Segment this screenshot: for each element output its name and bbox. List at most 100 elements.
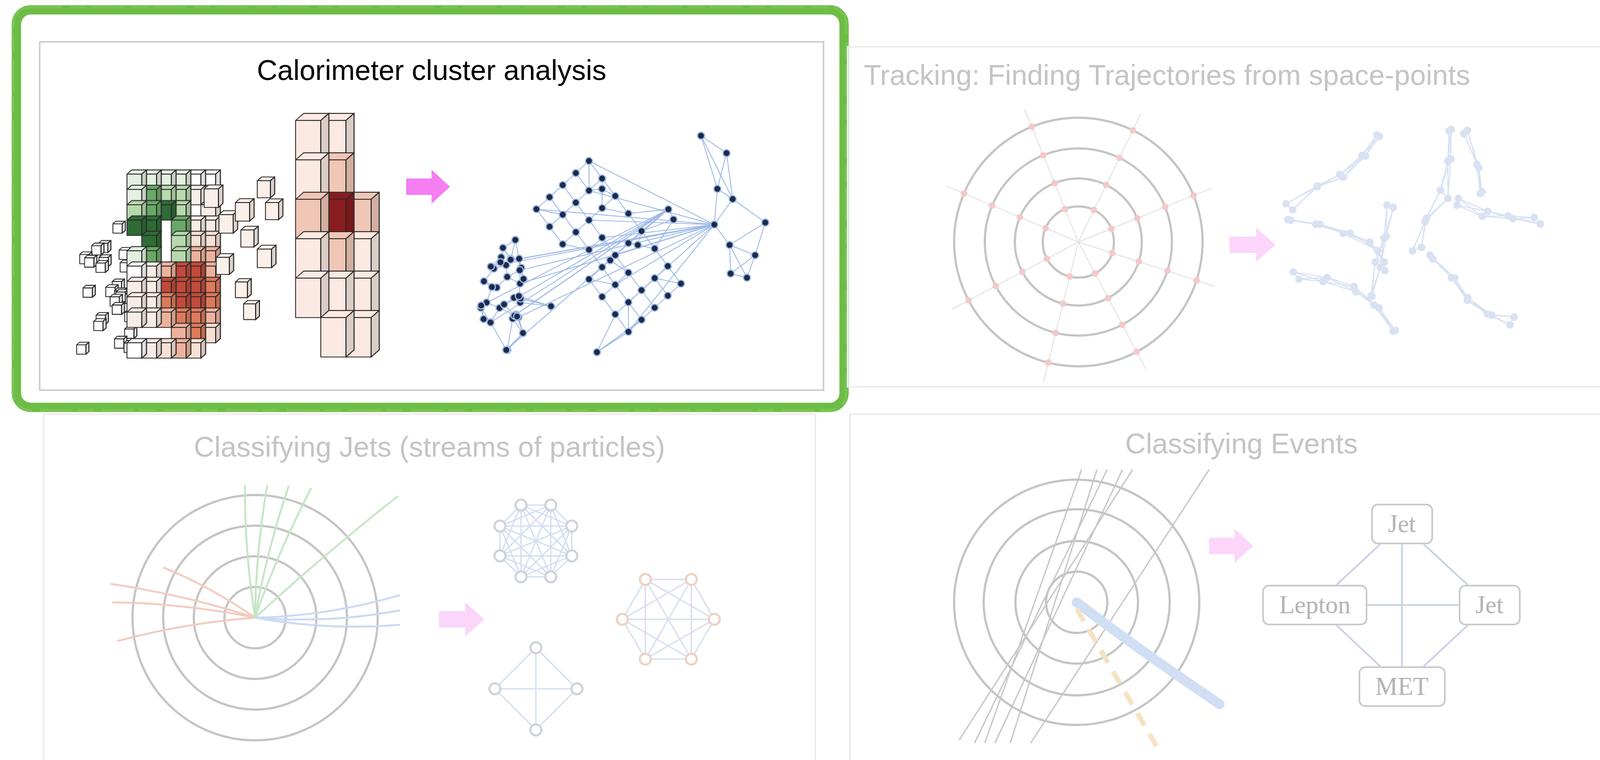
- calorimeter-cell: [141, 338, 162, 358]
- object-label: MET: [1375, 671, 1429, 702]
- panel-title: Classifying Jets (streams of particles): [193, 430, 666, 464]
- graph-node-dot: [598, 175, 606, 183]
- graph-edge: [499, 504, 551, 556]
- space-point: [992, 282, 999, 290]
- cell-front: [112, 223, 123, 234]
- graph-node-dot: [639, 653, 651, 665]
- track-line: [1043, 241, 1079, 381]
- calorimeter-cell: [171, 307, 192, 328]
- panel: Calorimeter cluster analysis: [38, 41, 825, 391]
- graph-node-dot: [1295, 275, 1303, 283]
- cell-side: [171, 338, 177, 358]
- particle-track: [244, 484, 256, 618]
- graph-edge: [499, 526, 551, 577]
- panel: Classifying Jets (streams of particles): [42, 413, 817, 760]
- graph-edge: [1285, 185, 1318, 204]
- graph-node-dot: [489, 683, 501, 695]
- graph-node-dot: [729, 195, 737, 203]
- cell-side-edge: [121, 302, 125, 315]
- cell-side-shade: [253, 226, 259, 247]
- graph-node-dot: [1475, 163, 1483, 172]
- space-point: [1066, 273, 1073, 280]
- space-point: [1116, 154, 1123, 161]
- cell-side: [102, 318, 106, 331]
- cell-side: [255, 300, 260, 320]
- cell-front: [83, 287, 93, 298]
- cell-side-edge: [247, 278, 252, 298]
- graph-edge: [588, 160, 715, 225]
- calorimeter-cell: [171, 230, 192, 251]
- particle-track: [1030, 469, 1210, 744]
- graph-edge: [644, 579, 647, 659]
- cell-side-shade: [101, 243, 105, 256]
- pink-arrow: [1229, 227, 1276, 262]
- cell-side-edge: [141, 307, 147, 328]
- graph-node-dot: [1349, 282, 1358, 291]
- graph-edge: [628, 224, 715, 303]
- graph-node-dot: [611, 192, 620, 200]
- graph-node-dot: [1483, 207, 1492, 216]
- cell-side-shade: [371, 310, 380, 357]
- cell-side-shade: [186, 338, 192, 358]
- cell-side-shade: [215, 322, 221, 343]
- graph-node-dot: [494, 520, 506, 532]
- object-box: Jet: [1458, 584, 1521, 626]
- graph-node-dot: [1446, 154, 1455, 163]
- graph-node-dot: [515, 292, 523, 300]
- graph-node-dot: [723, 149, 731, 157]
- graph-node-dot: [585, 187, 593, 195]
- cell-front: [112, 304, 122, 315]
- graph-edge: [588, 190, 715, 225]
- space-point: [1108, 249, 1116, 257]
- graph-edge: [499, 526, 572, 556]
- cell-front: [320, 317, 346, 357]
- cell-side-edge: [253, 226, 259, 247]
- cell-side-edge: [156, 307, 162, 328]
- cell-side: [92, 285, 96, 298]
- space-point: [989, 201, 996, 209]
- particle-track: [163, 567, 256, 618]
- cell-side-shade: [171, 338, 177, 358]
- cell-side: [249, 198, 254, 222]
- space-point: [965, 297, 973, 304]
- graph-edge: [729, 244, 731, 274]
- cell-side-shade: [320, 270, 329, 318]
- graph-node-dot: [494, 550, 506, 562]
- graph-edge: [717, 153, 727, 189]
- graph-node-dot: [710, 221, 718, 229]
- cell-side: [320, 270, 329, 318]
- graph-node-dot: [1288, 206, 1297, 215]
- cell-side-edge: [171, 338, 177, 358]
- calorimeter-cell: [295, 270, 329, 318]
- particle-track: [255, 617, 401, 627]
- calorimeter-cell: [171, 338, 192, 358]
- graph-node-dot: [664, 262, 672, 270]
- graph-edge: [628, 224, 715, 332]
- cell-side-edge: [156, 338, 162, 358]
- graph-node-dot: [1504, 211, 1512, 220]
- graph-edge: [490, 209, 669, 323]
- graph-connector: [1423, 544, 1468, 585]
- cell-side-shade: [85, 342, 89, 355]
- graph-node-dot: [566, 520, 578, 532]
- space-point: [1059, 300, 1067, 308]
- graph-edge: [499, 525, 572, 528]
- graph-edge: [494, 647, 536, 689]
- cell-side: [85, 342, 89, 355]
- graph-node-dot: [1454, 194, 1463, 203]
- calorimeter-cell: [257, 176, 275, 198]
- calorimeter-cell: [126, 215, 147, 236]
- graph-node-dot: [546, 193, 554, 201]
- space-point: [1118, 321, 1126, 328]
- panel: Classifying EventsJetLeptonJetMET: [848, 413, 1600, 760]
- cell-side: [253, 226, 259, 247]
- cluster-graph: [477, 131, 770, 356]
- calorimeter-cell: [126, 307, 147, 328]
- graph-node-dot: [598, 204, 606, 212]
- calorimeter-cell: [295, 152, 329, 200]
- graph-edge: [645, 579, 692, 659]
- graph-node-dot: [611, 281, 620, 289]
- graph-edge: [588, 220, 715, 225]
- cell-side-shade: [229, 253, 234, 275]
